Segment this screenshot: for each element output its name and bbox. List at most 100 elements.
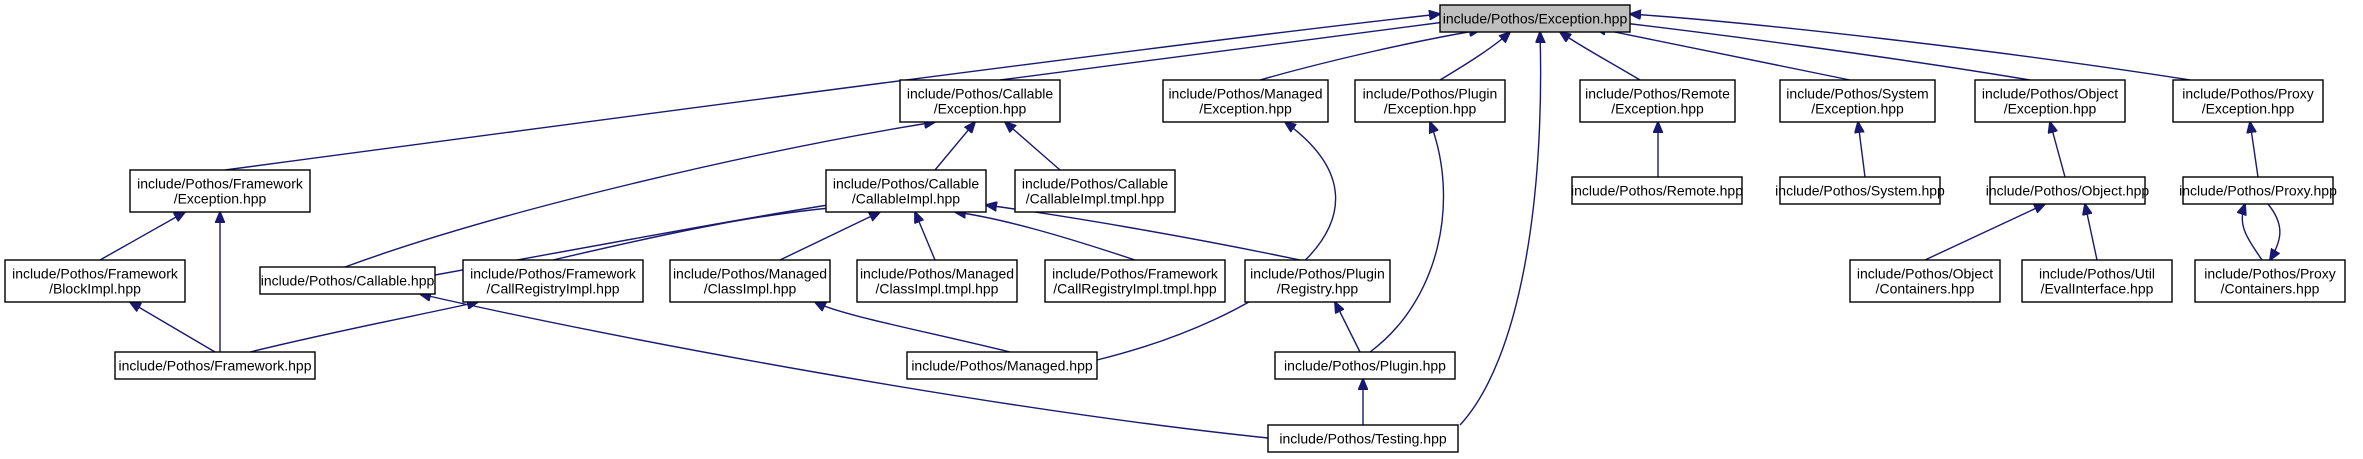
node-label-line: /Exception.hpp	[1384, 101, 1477, 117]
node-label-line: include/Pothos/Remote.hpp	[1571, 183, 1743, 199]
edge-proxy-to-proxy_exception	[2250, 122, 2259, 178]
node-box[interactable]	[1162, 79, 1329, 123]
node-label-line: /Containers.hpp	[1876, 281, 1975, 297]
node-label-line: include/Pothos/Exception.hpp	[1443, 11, 1628, 27]
node-label-line: include/Pothos/Framework	[12, 266, 179, 282]
edge-object_exception-to-exception	[1615, 22, 2031, 81]
edge-callregistryimpl_tmpl-to-callableimpl	[955, 212, 1136, 261]
node-remote_exception[interactable]: include/Pothos/Remote/Exception.hpp	[1579, 79, 1736, 123]
edge-plugin_exception-to-exception	[1439, 32, 1510, 81]
node-box[interactable]	[129, 169, 311, 213]
node-label-line: include/Pothos/Callable	[907, 86, 1054, 102]
node-box[interactable]	[825, 169, 987, 213]
node-label-line: /Exception.hpp	[2004, 101, 2097, 117]
node-label-line: include/Pothos/Util	[2039, 266, 2155, 282]
node-box[interactable]	[1014, 169, 1176, 213]
nodes-layer: include/Pothos/Exception.hpp include/Poth…	[4, 4, 2346, 453]
edge-system_exception-to-exception	[1595, 28, 1851, 81]
edge-managed_exception-to-exception	[1259, 30, 1480, 81]
node-label-line: include/Pothos/Proxy.hpp	[2179, 183, 2337, 199]
node-proxy[interactable]: include/Pothos/Proxy.hpp	[2179, 176, 2337, 205]
node-label-line: include/Pothos/Object.hpp	[1986, 183, 2150, 199]
node-box[interactable]	[1849, 259, 2001, 303]
edge-managed-to-managed_exception	[1096, 122, 1337, 361]
node-framework[interactable]: include/Pothos/Framework.hpp	[114, 351, 316, 380]
edges-layer	[99, 14, 2281, 439]
node-box[interactable]	[1354, 79, 1506, 123]
node-label-line: /CallableImpl.hpp	[852, 191, 960, 207]
node-object[interactable]: include/Pothos/Object.hpp	[1986, 176, 2150, 205]
node-callable_exception[interactable]: include/Pothos/Callable/Exception.hpp	[899, 79, 1061, 123]
edge-proxy-to-proxy_containers	[2267, 203, 2281, 260]
node-label-line: include/Pothos/Plugin	[1363, 86, 1498, 102]
node-callableimpl_tmpl[interactable]: include/Pothos/Callable/CallableImpl.tmp…	[1014, 169, 1176, 213]
node-label-line: /ClassImpl.tmpl.hpp	[876, 281, 999, 297]
node-callregistryimpl_tmpl[interactable]: include/Pothos/Framework/CallRegistryImp…	[1044, 259, 1226, 303]
node-box[interactable]	[1439, 4, 1631, 33]
node-box[interactable]	[906, 351, 1098, 380]
node-callregistryimpl[interactable]: include/Pothos/Framework/CallRegistryImp…	[462, 259, 644, 303]
node-box[interactable]	[2172, 79, 2324, 123]
node-box[interactable]	[259, 266, 436, 295]
node-blockimpl[interactable]: include/Pothos/Framework/BlockImpl.hpp	[4, 259, 186, 303]
edge-framework-to-callregistryimpl	[249, 302, 478, 353]
node-label-line: /CallableImpl.tmpl.hpp	[1026, 191, 1165, 207]
node-proxy_exception[interactable]: include/Pothos/Proxy/Exception.hpp	[2172, 79, 2324, 123]
edge-classimpl_tmpl-to-callableimpl	[915, 212, 936, 261]
node-box[interactable]	[114, 351, 316, 380]
node-box[interactable]	[899, 79, 1061, 123]
node-label-line: include/Pothos/System.hpp	[1775, 183, 1945, 199]
node-proxy_containers[interactable]: include/Pothos/Proxy/Containers.hpp	[2194, 259, 2346, 303]
node-box[interactable]	[1571, 176, 1743, 205]
node-box[interactable]	[1044, 259, 1226, 303]
node-box[interactable]	[4, 259, 186, 303]
node-box[interactable]	[2194, 259, 2346, 303]
node-framework_exception[interactable]: include/Pothos/Framework/Exception.hpp	[129, 169, 311, 213]
node-plugin_exception[interactable]: include/Pothos/Plugin/Exception.hpp	[1354, 79, 1506, 123]
node-evalinterface[interactable]: include/Pothos/Util/EvalInterface.hpp	[2021, 259, 2173, 303]
node-classimpl_tmpl[interactable]: include/Pothos/Managed/ClassImpl.tmpl.hp…	[856, 259, 1018, 303]
node-box[interactable]	[1779, 176, 1941, 205]
node-label-line: include/Pothos/Framework	[470, 266, 637, 282]
node-label-line: include/Pothos/Managed	[673, 266, 827, 282]
node-box[interactable]	[856, 259, 1018, 303]
node-managed[interactable]: include/Pothos/Managed.hpp	[906, 351, 1098, 380]
edge-callableimpl_tmpl-to-callable_exception	[1005, 122, 1061, 171]
node-box[interactable]	[1989, 176, 2146, 205]
node-box[interactable]	[1244, 259, 1391, 303]
node-callable[interactable]: include/Pothos/Callable.hpp	[259, 266, 436, 295]
node-callableimpl[interactable]: include/Pothos/Callable/CallableImpl.hpp	[825, 169, 987, 213]
node-box[interactable]	[1779, 79, 1936, 123]
node-label-line: include/Pothos/Plugin.hpp	[1284, 358, 1446, 374]
edge-proxy_exception-to-exception	[1630, 14, 2191, 81]
node-box[interactable]	[669, 259, 831, 303]
edge-testing-to-exception	[1459, 32, 1541, 426]
node-object_containers[interactable]: include/Pothos/Object/Containers.hpp	[1849, 259, 2001, 303]
node-box[interactable]	[1974, 79, 2126, 123]
node-remote[interactable]: include/Pothos/Remote.hpp	[1571, 176, 1743, 205]
node-exception[interactable]: include/Pothos/Exception.hpp	[1439, 4, 1631, 33]
node-box[interactable]	[2021, 259, 2173, 303]
node-box[interactable]	[1274, 351, 1456, 380]
node-label-line: include/Pothos/Remote	[1585, 86, 1730, 102]
node-box[interactable]	[2182, 176, 2334, 205]
node-registry[interactable]: include/Pothos/Plugin/Registry.hpp	[1244, 259, 1391, 303]
node-label-line: /Exception.hpp	[1811, 101, 1904, 117]
edge-testing-to-callable	[420, 294, 1269, 439]
node-plugin[interactable]: include/Pothos/Plugin.hpp	[1274, 351, 1456, 380]
node-label-line: include/Pothos/Managed.hpp	[911, 358, 1093, 374]
node-object_exception[interactable]: include/Pothos/Object/Exception.hpp	[1974, 79, 2126, 123]
node-testing[interactable]: include/Pothos/Testing.hpp	[1267, 424, 1459, 453]
node-system[interactable]: include/Pothos/System.hpp	[1775, 176, 1945, 205]
edge-callable-to-callable_exception	[344, 122, 935, 268]
edge-blockimpl-to-framework_exception	[99, 212, 185, 261]
node-box[interactable]	[1579, 79, 1736, 123]
node-box[interactable]	[462, 259, 644, 303]
node-system_exception[interactable]: include/Pothos/System/Exception.hpp	[1779, 79, 1936, 123]
node-classimpl[interactable]: include/Pothos/Managed/ClassImpl.hpp	[669, 259, 831, 303]
node-managed_exception[interactable]: include/Pothos/Managed/Exception.hpp	[1162, 79, 1329, 123]
node-box[interactable]	[1267, 424, 1459, 453]
edge-framework-to-blockimpl	[130, 302, 216, 353]
node-label-line: include/Pothos/Object	[1982, 86, 2118, 102]
